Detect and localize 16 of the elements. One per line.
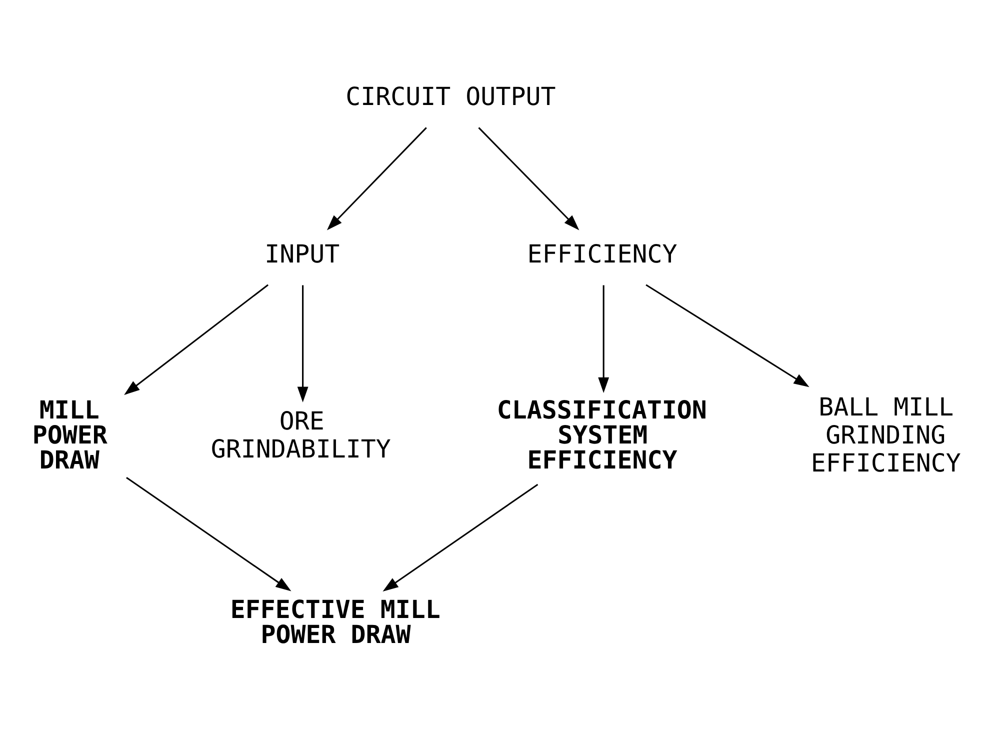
node-text: BALL MILL GRINDING EFFICIENCY [810,392,960,478]
arrow [382,484,538,592]
arrow [478,127,579,230]
node-text: ORE GRINDABILITY [210,406,390,464]
arrow [124,284,268,396]
arrow [326,127,426,230]
node-text: EFFECTIVE MILL POWER DRAW [230,594,440,649]
node-text: CLASSIFICATION SYSTEM EFFICIENCY [496,395,706,474]
arrow [126,476,291,592]
arrow [598,285,609,394]
node-text: INPUT [264,240,340,269]
node-text: CIRCUIT OUTPUT [345,82,556,112]
node-text: EFFICIENCY [526,240,677,269]
arrow [645,284,809,388]
node-text: MILL POWER DRAW [32,395,107,474]
arrow [296,285,308,402]
